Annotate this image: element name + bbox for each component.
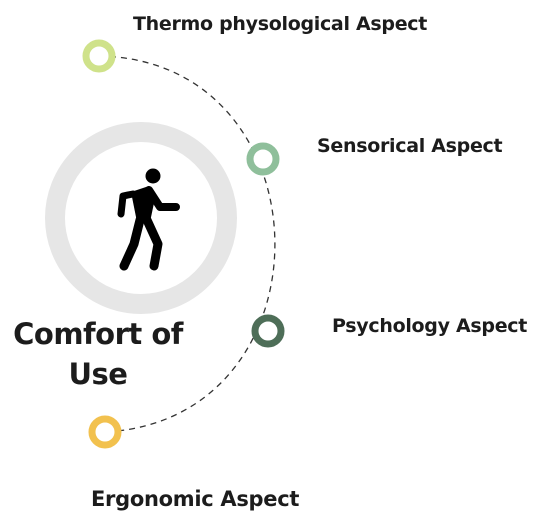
connector-arc [98, 55, 276, 433]
node-psychology [251, 314, 285, 348]
center-title: Comfort of Use [8, 314, 188, 394]
walking-person-icon [117, 168, 180, 271]
node-ergonomic [88, 415, 122, 449]
aspect-label-psychology: Psychology Aspect [332, 315, 528, 337]
node-thermo [82, 39, 116, 73]
center-title-line2: Use [68, 357, 128, 391]
node-sensorical [246, 142, 280, 176]
aspect-label-thermo: Thermo physological Aspect [133, 13, 428, 35]
center-title-line1: Comfort of [13, 317, 183, 351]
aspect-label-sensorical: Sensorical Aspect [317, 135, 503, 157]
aspect-label-ergonomic: Ergonomic Aspect [91, 487, 300, 511]
hub-ring [45, 122, 237, 314]
